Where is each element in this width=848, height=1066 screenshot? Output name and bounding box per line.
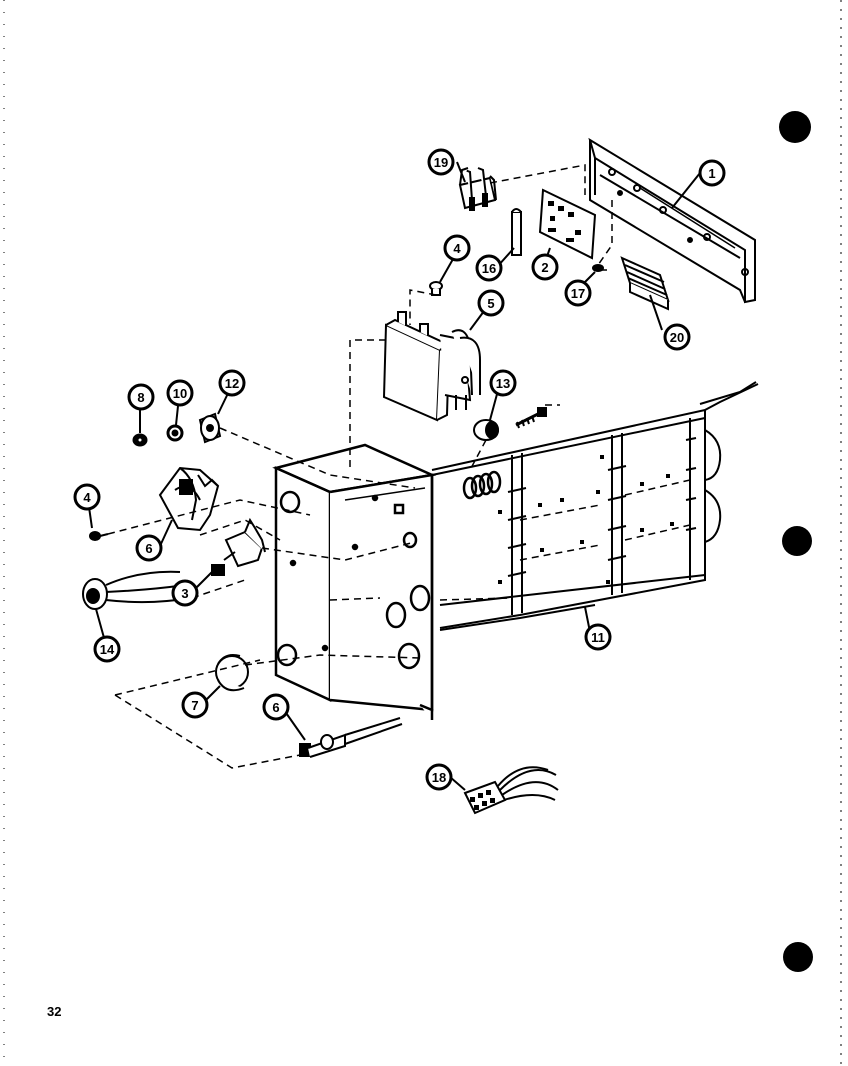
callout-7: 7 bbox=[181, 691, 209, 719]
svg-text:18: 18 bbox=[432, 770, 446, 785]
svg-text:17: 17 bbox=[571, 286, 585, 301]
part-18-harness-connector bbox=[463, 766, 559, 815]
callout-16: 16 bbox=[475, 254, 503, 282]
svg-text:7: 7 bbox=[191, 698, 198, 713]
callout-17: 17 bbox=[564, 279, 592, 307]
callout-5: 5 bbox=[477, 289, 505, 317]
svg-text:1: 1 bbox=[708, 166, 715, 181]
svg-text:12: 12 bbox=[225, 376, 239, 391]
svg-text:6: 6 bbox=[272, 700, 279, 715]
callout-4-lower: 4 bbox=[73, 483, 101, 511]
callout-13: 13 bbox=[489, 369, 517, 397]
control-box-housing bbox=[272, 443, 437, 720]
callout-4-upper: 4 bbox=[443, 234, 471, 262]
svg-text:13: 13 bbox=[496, 376, 510, 391]
part-11-heater-frame bbox=[431, 381, 759, 631]
part-20-heat-sink bbox=[620, 256, 670, 311]
part-19-terminal-block bbox=[458, 167, 497, 211]
part-10-washer bbox=[166, 424, 184, 442]
svg-text:14: 14 bbox=[100, 642, 115, 657]
part-5-relay bbox=[382, 311, 481, 422]
part-14-plug bbox=[82, 570, 191, 610]
callout-6-thermostat: 6 bbox=[135, 534, 163, 562]
callout-12: 12 bbox=[218, 369, 246, 397]
part-6-thermostat bbox=[158, 466, 220, 532]
part-16-fuse bbox=[511, 208, 522, 256]
binder-holes bbox=[3, 0, 848, 1066]
callout-19: 19 bbox=[427, 148, 455, 176]
svg-text:19: 19 bbox=[434, 155, 448, 170]
page-number: 32 bbox=[47, 1004, 62, 1019]
svg-text:4: 4 bbox=[453, 241, 461, 256]
callout-3: 3 bbox=[171, 579, 199, 607]
part-2-control-board bbox=[538, 188, 597, 260]
svg-text:4: 4 bbox=[83, 490, 91, 505]
svg-text:5: 5 bbox=[487, 296, 494, 311]
callout-10: 10 bbox=[166, 379, 194, 407]
svg-text:16: 16 bbox=[482, 261, 496, 276]
part-6-wire-lead bbox=[299, 717, 403, 758]
part-12-bushing bbox=[198, 412, 222, 444]
part-1-mounting-bracket bbox=[588, 137, 756, 304]
part-3-switch bbox=[211, 517, 266, 576]
svg-text:10: 10 bbox=[173, 386, 187, 401]
callout-6-wire: 6 bbox=[262, 693, 290, 721]
svg-text:3: 3 bbox=[181, 586, 188, 601]
callout-18: 18 bbox=[425, 763, 453, 791]
callout-1: 1 bbox=[698, 159, 726, 187]
callout-8: 8 bbox=[127, 383, 155, 411]
part-7-knob bbox=[215, 654, 249, 692]
part-13-grommet bbox=[473, 407, 547, 441]
svg-text:20: 20 bbox=[670, 330, 684, 345]
callout-20: 20 bbox=[663, 323, 691, 351]
svg-text:8: 8 bbox=[137, 390, 144, 405]
callout-11: 11 bbox=[584, 623, 612, 651]
part-4-screw-upper bbox=[429, 281, 443, 296]
explode-lines bbox=[107, 164, 691, 769]
svg-text:6: 6 bbox=[145, 541, 152, 556]
callout-2: 2 bbox=[531, 253, 559, 281]
svg-text:2: 2 bbox=[541, 260, 548, 275]
part-8-nut bbox=[132, 433, 148, 447]
part-4-screw-lower bbox=[89, 531, 109, 541]
svg-text:11: 11 bbox=[591, 630, 605, 645]
callout-14: 14 bbox=[93, 635, 121, 663]
